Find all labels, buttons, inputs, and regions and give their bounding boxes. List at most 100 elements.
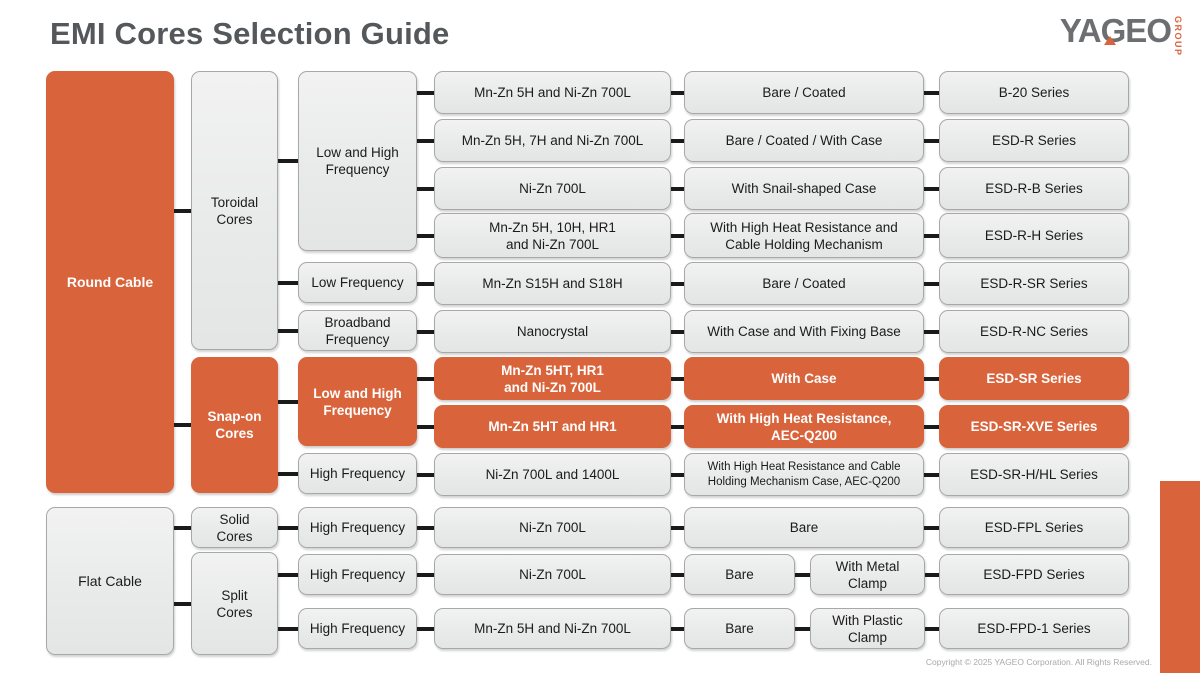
frequency-node-1[interactable]: Low Frequency <box>298 262 417 303</box>
connector-construction-to-series-5 <box>924 329 939 334</box>
construction-node-3[interactable]: With High Heat Resistance and Cable Hold… <box>684 213 924 258</box>
cable-type-node-1[interactable]: Flat Cable <box>46 507 174 655</box>
frequency-node-7[interactable]: High Frequency <box>298 608 417 649</box>
connector-construction-to-series-3 <box>924 233 939 238</box>
frequency-node-6[interactable]: High Frequency <box>298 554 417 595</box>
frequency-node-2[interactable]: Broadband Frequency <box>298 310 417 351</box>
material-node-11[interactable]: Mn-Zn 5H and Ni-Zn 700L <box>434 608 671 649</box>
connector-construction-to-series-11 <box>925 626 939 631</box>
connector-frequency-to-material-3 <box>417 233 434 238</box>
series-node-8[interactable]: ESD-SR-H/HL Series <box>939 453 1129 496</box>
construction-node-7[interactable]: With High Heat Resistance, AEC-Q200 <box>684 405 924 448</box>
page-title: EMI Cores Selection Guide <box>50 16 450 51</box>
construction-node-9[interactable]: Bare <box>684 507 924 548</box>
series-node-1[interactable]: ESD-R Series <box>939 119 1129 162</box>
material-node-0[interactable]: Mn-Zn 5H and Ni-Zn 700L <box>434 71 671 114</box>
construction-secondary-node-10[interactable]: With Metal Clamp <box>810 554 925 595</box>
logo-wordmark: YAGEO <box>1060 14 1172 48</box>
frequency-node-3[interactable]: Low and High Frequency <box>298 357 417 446</box>
material-node-4[interactable]: Mn-Zn S15H and S18H <box>434 262 671 305</box>
connector-core-to-frequency-7 <box>278 626 298 631</box>
connector-cable-to-core-0 <box>174 208 191 213</box>
logo-accent-triangle-icon <box>1103 36 1116 45</box>
connector-core-to-frequency-5 <box>278 525 298 530</box>
material-node-1[interactable]: Mn-Zn 5H, 7H and Ni-Zn 700L <box>434 119 671 162</box>
material-node-6[interactable]: Mn-Zn 5HT, HR1 and Ni-Zn 700L <box>434 357 671 400</box>
connector-core-to-frequency-1 <box>278 280 298 285</box>
series-node-10[interactable]: ESD-FPD Series <box>939 554 1129 595</box>
connector-material-to-construction-2 <box>671 186 684 191</box>
series-node-4[interactable]: ESD-R-SR Series <box>939 262 1129 305</box>
construction-node-10[interactable]: Bare <box>684 554 795 595</box>
connector-core-to-frequency-0 <box>278 159 298 163</box>
construction-node-8[interactable]: With High Heat Resistance and Cable Hold… <box>684 453 924 496</box>
construction-node-2[interactable]: With Snail-shaped Case <box>684 167 924 210</box>
connector-material-to-construction-5 <box>671 329 684 334</box>
cable-type-node-0[interactable]: Round Cable <box>46 71 174 493</box>
construction-secondary-node-11[interactable]: With Plastic Clamp <box>810 608 925 649</box>
material-node-5[interactable]: Nanocrystal <box>434 310 671 353</box>
construction-node-11[interactable]: Bare <box>684 608 795 649</box>
series-node-6[interactable]: ESD-SR Series <box>939 357 1129 400</box>
connector-material-to-construction-6 <box>671 376 684 381</box>
construction-node-6[interactable]: With Case <box>684 357 924 400</box>
connector-frequency-to-material-5 <box>417 329 434 334</box>
copyright-notice: Copyright © 2025 YAGEO Corporation. All … <box>925 657 1152 667</box>
connector-cable-to-core-3 <box>174 601 191 606</box>
core-type-node-2[interactable]: Solid Cores <box>191 507 278 548</box>
connector-frequency-to-material-4 <box>417 281 434 286</box>
connector-construction-to-clamp-10 <box>795 572 810 577</box>
connector-construction-to-series-2 <box>924 186 939 191</box>
connector-material-to-construction-11 <box>671 626 684 631</box>
series-node-2[interactable]: ESD-R-B Series <box>939 167 1129 210</box>
series-node-11[interactable]: ESD-FPD-1 Series <box>939 608 1129 649</box>
connector-core-to-frequency-2 <box>278 328 298 333</box>
connector-material-to-construction-0 <box>671 90 684 95</box>
material-node-7[interactable]: Mn-Zn 5HT and HR1 <box>434 405 671 448</box>
series-node-3[interactable]: ESD-R-H Series <box>939 213 1129 258</box>
connector-construction-to-clamp-11 <box>795 626 810 631</box>
connector-material-to-construction-10 <box>671 572 684 577</box>
connector-material-to-construction-1 <box>671 138 684 143</box>
series-node-9[interactable]: ESD-FPL Series <box>939 507 1129 548</box>
connector-material-to-construction-8 <box>671 472 684 477</box>
construction-node-1[interactable]: Bare / Coated / With Case <box>684 119 924 162</box>
core-type-node-0[interactable]: Toroidal Cores <box>191 71 278 350</box>
material-node-3[interactable]: Mn-Zn 5H, 10H, HR1 and Ni-Zn 700L <box>434 213 671 258</box>
connector-cable-to-core-1 <box>174 423 191 427</box>
construction-node-0[interactable]: Bare / Coated <box>684 71 924 114</box>
connector-material-to-construction-7 <box>671 424 684 429</box>
connector-frequency-to-material-2 <box>417 186 434 191</box>
yageo-logo: YAGEO GROUP <box>1060 14 1183 57</box>
material-node-9[interactable]: Ni-Zn 700L <box>434 507 671 548</box>
series-node-5[interactable]: ESD-R-NC Series <box>939 310 1129 353</box>
material-node-2[interactable]: Ni-Zn 700L <box>434 167 671 210</box>
connector-core-to-frequency-6 <box>278 572 298 577</box>
connector-frequency-to-material-10 <box>417 572 434 577</box>
connector-core-to-frequency-4 <box>278 471 298 476</box>
frequency-node-5[interactable]: High Frequency <box>298 507 417 548</box>
series-node-7[interactable]: ESD-SR-XVE Series <box>939 405 1129 448</box>
core-type-node-1[interactable]: Snap-on Cores <box>191 357 278 493</box>
core-type-node-3[interactable]: Split Cores <box>191 552 278 655</box>
connector-frequency-to-material-8 <box>417 472 434 477</box>
construction-node-4[interactable]: Bare / Coated <box>684 262 924 305</box>
connector-construction-to-series-1 <box>924 138 939 143</box>
frequency-node-4[interactable]: High Frequency <box>298 453 417 494</box>
connector-material-to-construction-3 <box>671 233 684 238</box>
frequency-node-0[interactable]: Low and High Frequency <box>298 71 417 251</box>
material-node-8[interactable]: Ni-Zn 700L and 1400L <box>434 453 671 496</box>
connector-construction-to-series-6 <box>924 376 939 381</box>
connector-material-to-construction-9 <box>671 525 684 530</box>
connector-construction-to-series-4 <box>924 281 939 286</box>
logo-group-label: GROUP <box>1173 16 1183 57</box>
series-node-0[interactable]: B-20 Series <box>939 71 1129 114</box>
connector-frequency-to-material-9 <box>417 525 434 530</box>
accent-stripe <box>1160 481 1200 673</box>
material-node-10[interactable]: Ni-Zn 700L <box>434 554 671 595</box>
construction-node-5[interactable]: With Case and With Fixing Base <box>684 310 924 353</box>
connector-core-to-frequency-3 <box>278 399 298 404</box>
connector-construction-to-series-8 <box>924 472 939 477</box>
connector-construction-to-series-7 <box>924 424 939 429</box>
